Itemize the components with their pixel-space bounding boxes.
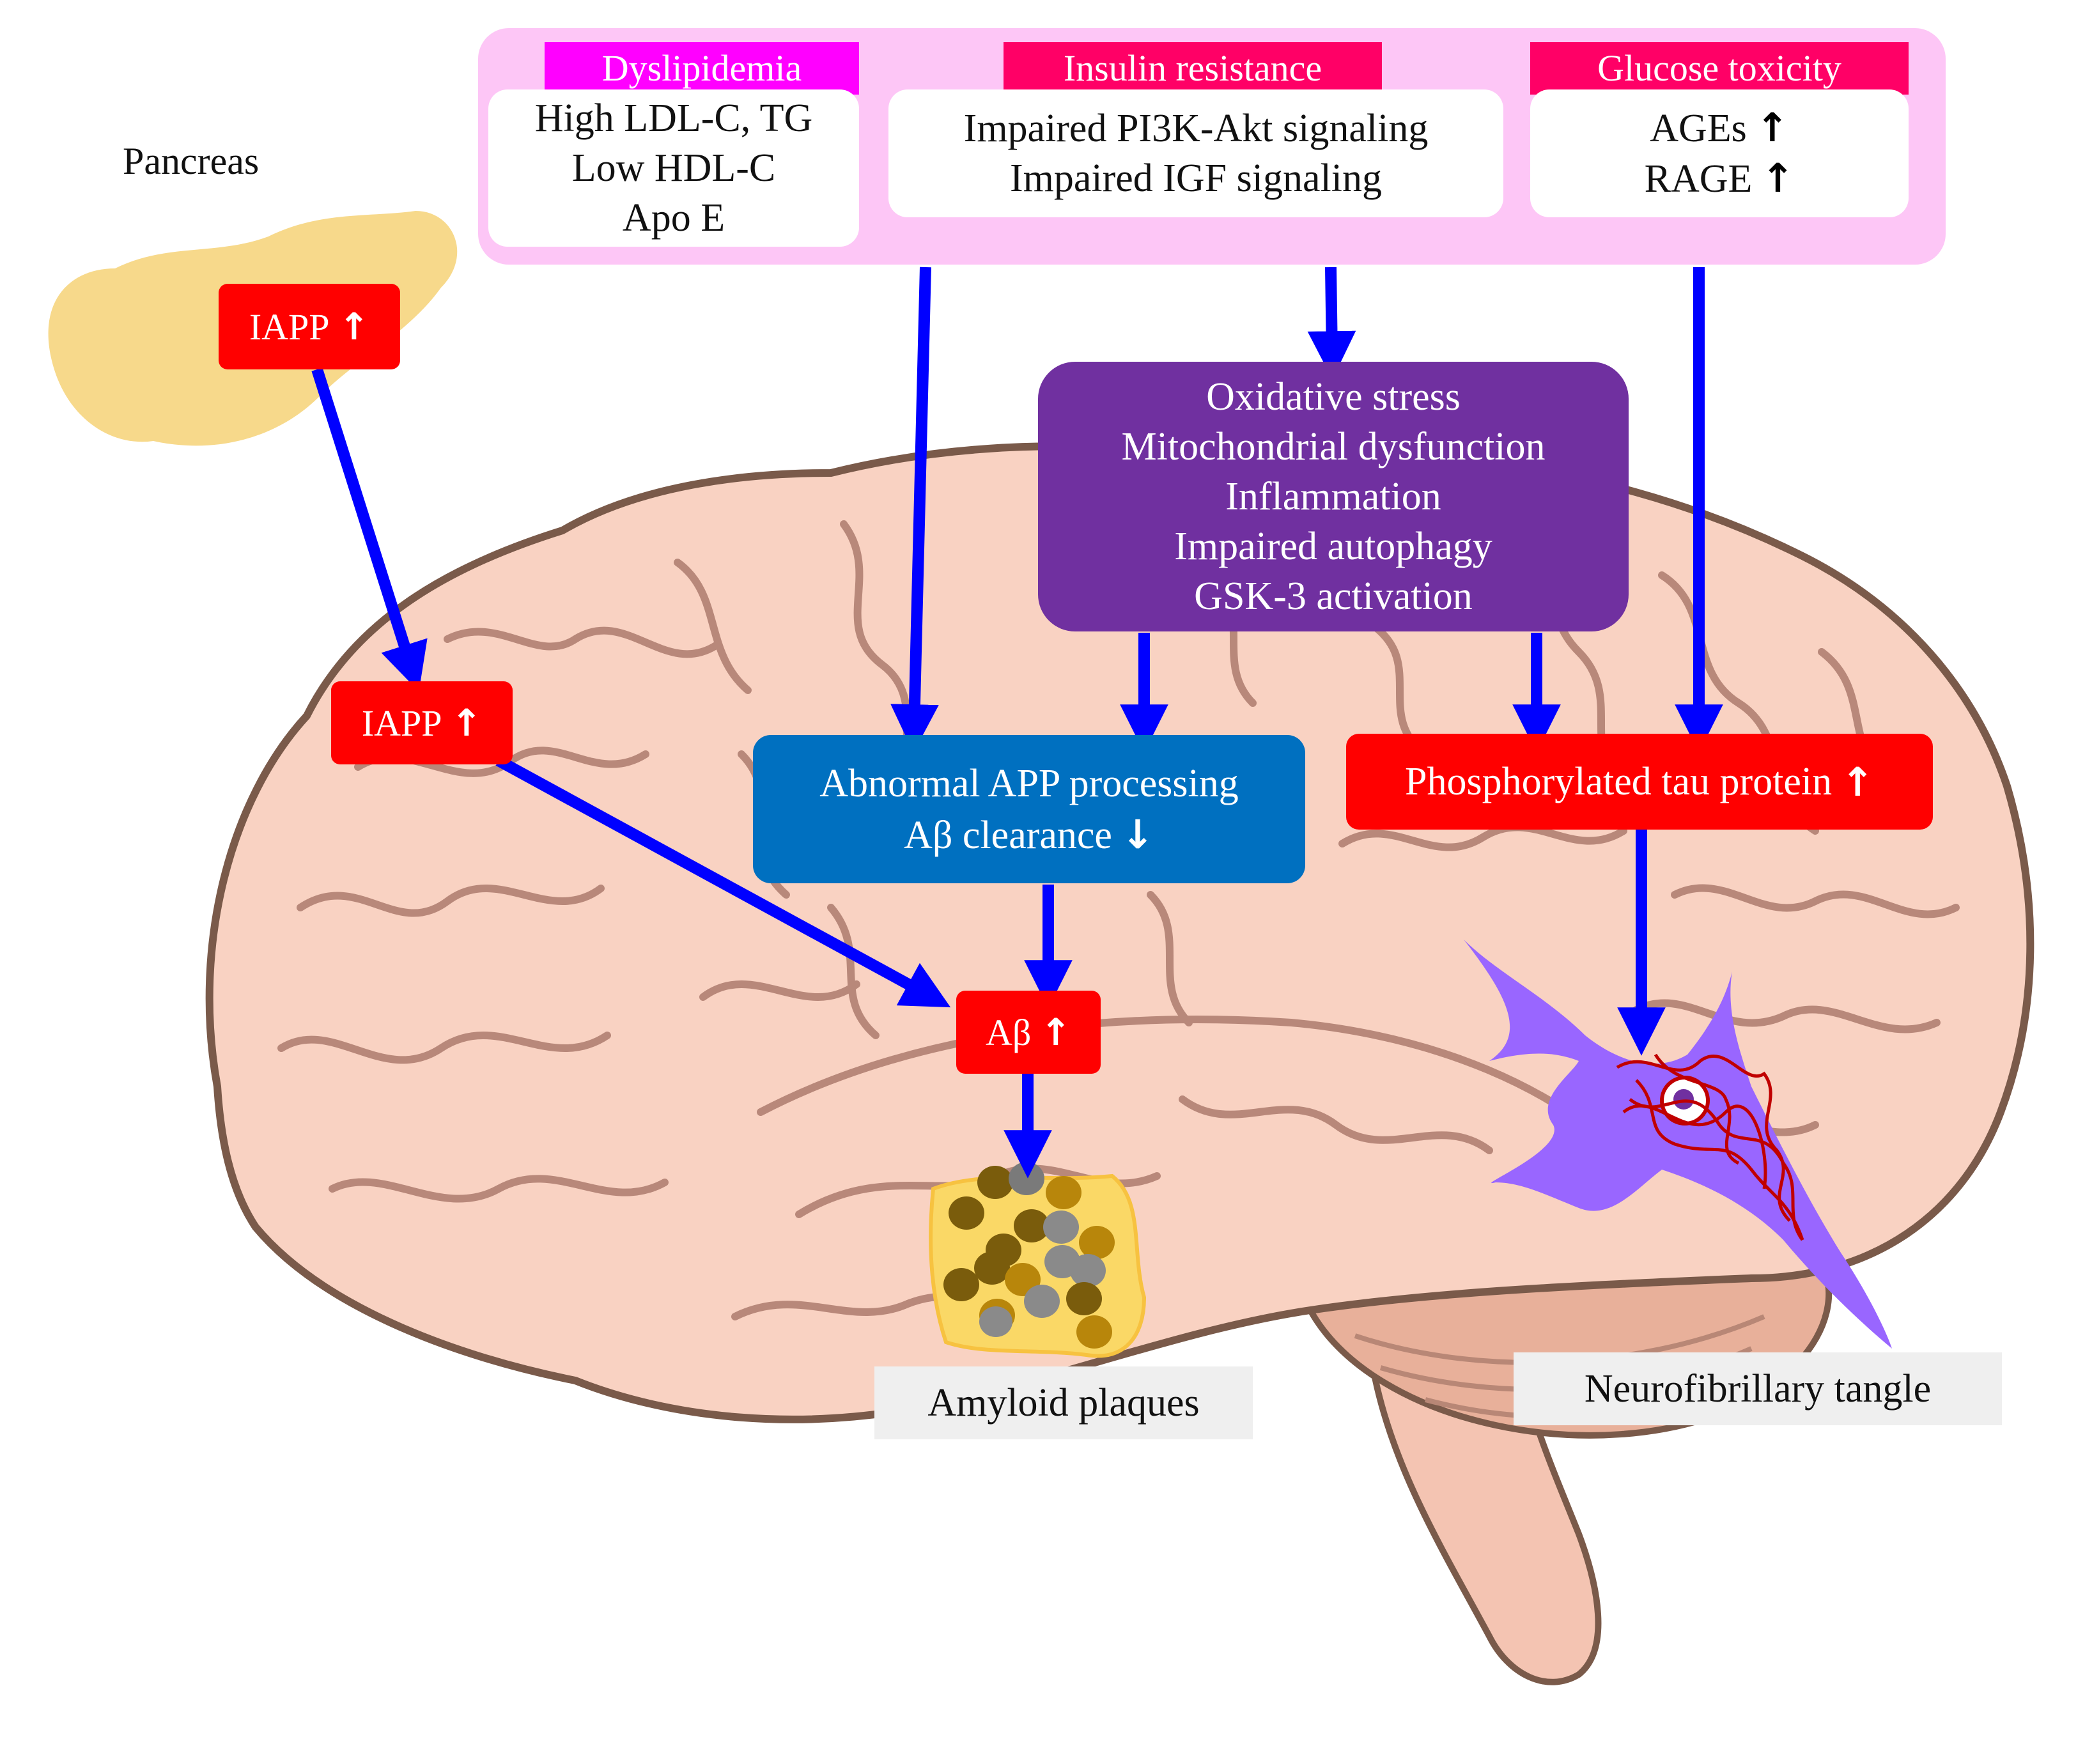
mechanism-item: Mitochondrial dysfunction [1121, 425, 1546, 468]
abeta-clearance-label: Aβ clearance [904, 813, 1112, 857]
mechanism-item: Oxidative stress [1206, 375, 1461, 419]
pancreas-label: Pancreas [123, 140, 260, 182]
glucose-toxicity-tag: Glucose toxicity [1530, 42, 1909, 95]
iapp-pancreas-label: IAPP [249, 306, 330, 348]
up-arrow-icon: ↑ [1755, 104, 1789, 151]
arrow-dyslipidemia-to-app [890, 267, 939, 753]
arrow-insulin-to-mechanisms [1307, 267, 1356, 380]
dyslipidemia-tag: Dyslipidemia [545, 42, 859, 95]
arrow-pancreas-to-brain-iapp [311, 368, 428, 692]
glucose-toxicity-box: AGEs↑ RAGE↑ [1530, 89, 1909, 217]
tau-box: Phosphorylated tau protein↑ [1346, 734, 1933, 830]
brainstem [1370, 1358, 1602, 1685]
abeta-label: Aβ [985, 1011, 1032, 1053]
ages-label: AGEs [1650, 107, 1747, 150]
dyslipidemia-line-3: Apo E [622, 196, 725, 240]
glucose-toxicity-line-2: RAGE↑ [1530, 153, 1909, 204]
mechanism-item: Impaired autophagy [1174, 525, 1492, 568]
up-arrow-icon: ↑ [1841, 758, 1875, 805]
down-arrow-icon: ↓ [1120, 810, 1154, 858]
iapp-pancreas-box: IAPP↑ [219, 284, 400, 369]
amyloid-plaques-label: Amyloid plaques [874, 1366, 1253, 1439]
rage-label: RAGE [1644, 157, 1753, 201]
up-arrow-icon: ↑ [1040, 1010, 1071, 1054]
amyloid-plaque-illustration [929, 1162, 1147, 1358]
neuron-tangle-illustration [1464, 940, 1892, 1349]
iapp-brain-label: IAPP [361, 702, 442, 744]
neuron-nucleolus [1673, 1089, 1694, 1110]
tau-label: Phosphorylated tau protein [1404, 759, 1833, 803]
app-processing-box: Abnormal APP processing Aβ clearance↓ [753, 735, 1305, 883]
arrow-iapp-to-abeta [495, 755, 951, 1008]
insulin-resistance-line-2: Impaired IGF signaling [1009, 157, 1382, 200]
arrows [311, 267, 1723, 1179]
mechanism-item: GSK-3 activation [1194, 575, 1473, 618]
abeta-clearance-line: Aβ clearance↓ [753, 809, 1305, 861]
app-processing-line: Abnormal APP processing [819, 761, 1239, 805]
insulin-resistance-line-1: Impaired PI3K-Akt signaling [963, 107, 1429, 150]
dyslipidemia-box: High LDL-C, TG Low HDL-C Apo E [488, 89, 859, 247]
tau-fibrils [1616, 1053, 1804, 1241]
mechanisms-box: Oxidative stress Mitochondrial dysfuncti… [1038, 362, 1629, 631]
up-arrow-icon: ↑ [451, 701, 483, 745]
dyslipidemia-line-2: Low HDL-C [571, 146, 776, 190]
insulin-resistance-tag: Insulin resistance [1004, 42, 1382, 95]
up-arrow-icon: ↑ [1761, 155, 1795, 201]
glucose-toxicity-line-1: AGEs↑ [1530, 103, 1909, 153]
neurofibrillary-tangle-label: Neurofibrillary tangle [1514, 1352, 2002, 1425]
up-arrow-icon: ↑ [338, 305, 370, 348]
dyslipidemia-line-1: High LDL-C, TG [534, 97, 813, 140]
iapp-brain-box: IAPP↑ [331, 681, 513, 764]
insulin-resistance-box: Impaired PI3K-Akt signaling Impaired IGF… [888, 89, 1503, 217]
abeta-box: Aβ↑ [956, 991, 1101, 1074]
mechanism-item: Inflammation [1225, 475, 1441, 518]
